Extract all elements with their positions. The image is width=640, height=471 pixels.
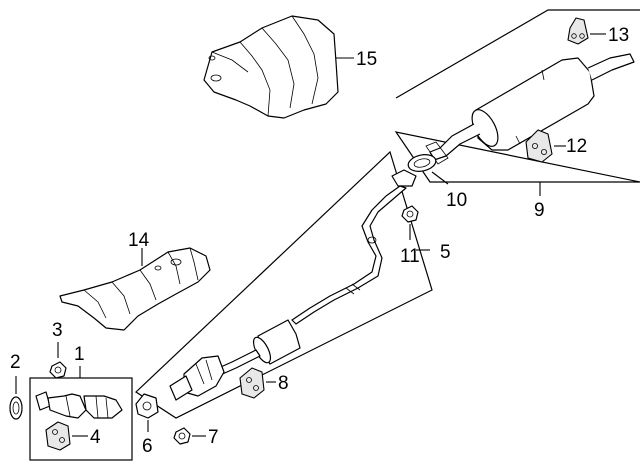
- callout-14: 14: [128, 230, 150, 251]
- callout-9: 9: [534, 200, 545, 221]
- callout-6: 6: [142, 436, 153, 457]
- callout-11: 11: [400, 246, 420, 267]
- callout-7: 7: [208, 427, 219, 448]
- upper-heat-shield-icon: [203, 15, 339, 119]
- nut-11-icon: [401, 205, 419, 223]
- lower-heat-shield-icon: [59, 247, 211, 331]
- leader-10: [431, 171, 449, 185]
- gasket-6-icon: [135, 393, 159, 419]
- muffler-group-box: [394, 9, 640, 183]
- center-pipe-group-box: [135, 150, 433, 419]
- center-pipe-icon: [169, 169, 417, 401]
- callout-1: 1: [74, 344, 85, 365]
- front-pipe-catalytic-converter-icon: [35, 391, 123, 419]
- callout-15: 15: [356, 49, 377, 70]
- nut-7-icon: [173, 427, 191, 445]
- front-pipe-group-box: [29, 377, 133, 461]
- rubber-hanger-12-icon: [525, 129, 553, 163]
- rubber-hanger-13-icon: [567, 17, 589, 45]
- muffler-icon: [425, 53, 635, 165]
- callout-5: 5: [440, 242, 451, 263]
- rubber-hanger-4-icon: [45, 421, 71, 451]
- gasket-2-icon: [9, 396, 23, 420]
- gasket-10-icon: [407, 154, 437, 172]
- rubber-hanger-8-icon: [239, 367, 265, 399]
- nut-3-icon: [49, 361, 67, 379]
- callout-2: 2: [10, 352, 21, 373]
- callout-10: 10: [446, 190, 467, 211]
- callout-13: 13: [608, 25, 629, 46]
- callout-12: 12: [566, 136, 587, 157]
- callout-3: 3: [52, 320, 63, 341]
- callout-8: 8: [278, 373, 289, 394]
- callout-4: 4: [90, 427, 101, 448]
